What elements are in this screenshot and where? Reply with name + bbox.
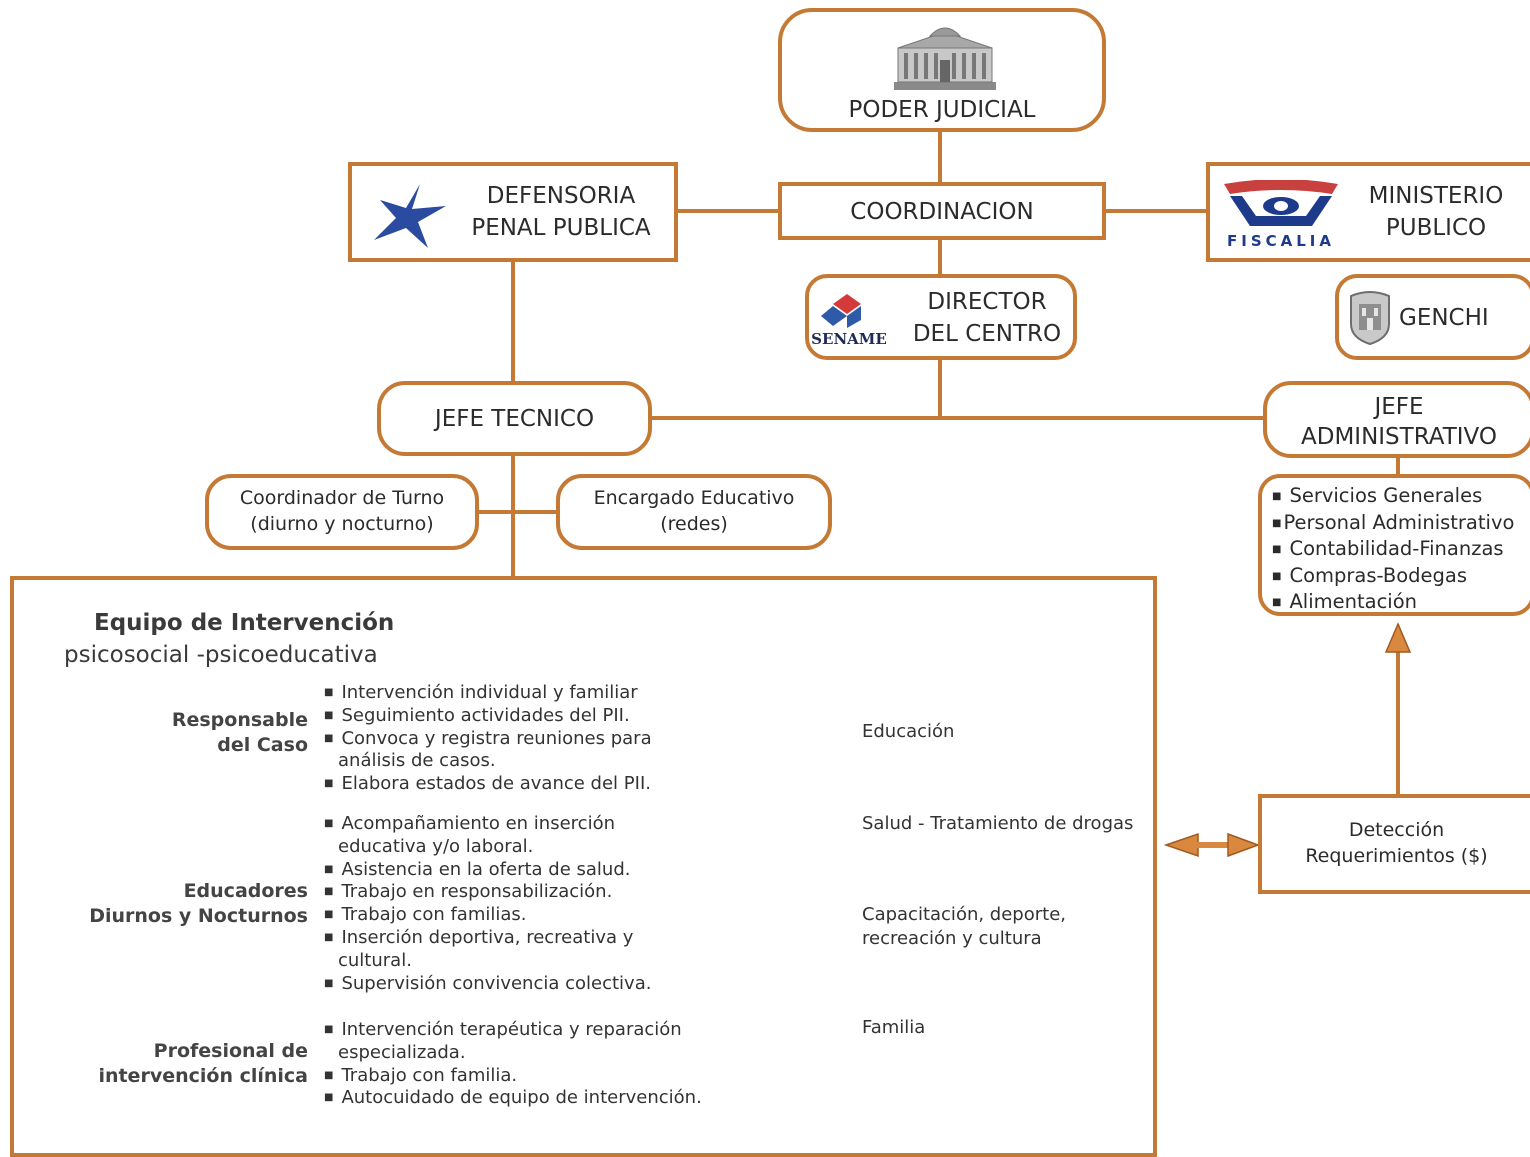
- group-label-educadores: Educadores Diurnos y Nocturnos: [89, 880, 308, 927]
- fiscalia-logo-text: FISCALIA: [1227, 232, 1335, 250]
- area-educacion: Educación: [862, 721, 955, 742]
- admin-item: ■Contabilidad-Finanzas: [1272, 537, 1504, 561]
- coordinador-label-1: Coordinador de Turno: [239, 487, 445, 509]
- genchi-node: GENCHI: [1335, 274, 1530, 360]
- genchi-shield-icon: [1350, 291, 1390, 346]
- deteccion-label-1: Detección: [1348, 819, 1445, 841]
- list-item: ■Autocuidado de equipo de intervención.: [324, 1087, 702, 1109]
- deteccion-node: Detección Requerimientos ($): [1258, 794, 1530, 894]
- list-item: educativa y/o laboral.: [338, 835, 534, 857]
- equipo-intervencion-panel: Equipo de Intervención psicosocial -psic…: [10, 576, 1157, 1157]
- list-item: ■Trabajo con familia.: [324, 1064, 518, 1086]
- ministerio-label-1: MINISTERIO: [1368, 183, 1504, 209]
- list-item: ■Supervisión convivencia colectiva.: [324, 972, 652, 994]
- star-icon: [374, 184, 446, 248]
- deteccion-label-2: Requerimientos ($): [1305, 845, 1488, 867]
- list-item: ■Inserción deportiva, recreativa y: [324, 926, 634, 948]
- admin-services-list: ■Servicios Generales ■Personal Administr…: [1272, 483, 1530, 616]
- encargado-educativo-node: Encargado Educativo (redes): [556, 474, 832, 550]
- double-arrow-icon: [1163, 832, 1261, 858]
- coordinacion-label: COORDINACION: [850, 199, 1034, 225]
- coordinador-label-2: (diurno y nocturno): [250, 513, 434, 535]
- jefe-admin-label-2: ADMINISTRATIVO: [1301, 424, 1497, 450]
- list-item: ■Intervención individual y familiar: [324, 682, 638, 703]
- encargado-label-1: Encargado Educativo: [593, 487, 795, 509]
- area-capacitacion: Capacitación, deporte, recreación y cult…: [862, 904, 1066, 949]
- admin-item: ■Personal Administrativo: [1272, 510, 1515, 534]
- coordinacion-node: COORDINACION: [778, 182, 1106, 240]
- admin-item: ■Compras-Bodegas: [1272, 563, 1468, 587]
- list-item: cultural.: [338, 949, 412, 971]
- jefe-admin-label-1: JEFE: [1374, 394, 1424, 420]
- courthouse-icon: [894, 27, 996, 90]
- list-item: ■Acompañamiento en inserción: [324, 813, 615, 834]
- group-items-responsable: ■Intervención individual y familiar ■Seg…: [324, 682, 652, 796]
- poder-judicial-node: PODER JUDICIAL: [778, 8, 1106, 132]
- admin-item: ■Alimentación: [1272, 590, 1418, 614]
- defensoria-label-1: DEFENSORIA: [486, 183, 636, 209]
- defensoria-label-2: PENAL PUBLICA: [471, 215, 651, 241]
- area-familia: Familia: [862, 1017, 926, 1038]
- list-item: ■Convoca y registra reuniones para: [324, 727, 652, 749]
- list-item: ■Seguimiento actividades del PII.: [324, 704, 630, 726]
- group-label-profesional: Profesional de intervención clínica: [98, 1040, 308, 1087]
- sename-logo-text: SENAME: [811, 330, 887, 346]
- list-item: ■Elabora estados de avance del PII.: [324, 773, 651, 795]
- coordinador-turno-node: Coordinador de Turno (diurno y nocturno): [205, 474, 479, 550]
- poder-judicial-label: PODER JUDICIAL: [848, 97, 1036, 123]
- up-arrow-icon: [1384, 622, 1412, 653]
- group-label-responsable: Responsable del Caso: [171, 709, 308, 756]
- list-item: ■Trabajo con familias.: [324, 904, 527, 926]
- director-label-1: DIRECTOR: [927, 289, 1047, 315]
- group-items-profesional: ■Intervención terapéutica y reparación e…: [324, 1019, 702, 1110]
- admin-services-node: ■Servicios Generales ■Personal Administr…: [1258, 474, 1530, 616]
- list-item: análisis de casos.: [338, 750, 496, 772]
- defensoria-node: DEFENSORIA PENAL PUBLICA: [348, 162, 678, 262]
- jefe-tecnico-label: JEFE TECNICO: [434, 406, 595, 432]
- admin-item: ■Servicios Generales: [1272, 484, 1483, 507]
- fiscalia-logo-icon: FISCALIA: [1224, 180, 1338, 250]
- group-items-educadores: ■Acompañamiento en inserción educativa y…: [324, 813, 651, 995]
- list-item: especializada.: [338, 1041, 466, 1063]
- encargado-label-2: (redes): [660, 513, 728, 535]
- director-node: SENAME DIRECTOR DEL CENTRO: [805, 274, 1077, 360]
- area-salud: Salud - Tratamiento de drogas: [862, 813, 1134, 834]
- list-item: ■Asistencia en la oferta de salud.: [324, 858, 631, 880]
- sename-logo-icon: SENAME: [811, 294, 887, 346]
- equipo-subtitle: psicosocial -psicoeducativa: [64, 642, 378, 668]
- equipo-title: Equipo de Intervención: [94, 610, 395, 636]
- jefe-tecnico-node: JEFE TECNICO: [377, 381, 652, 456]
- ministerio-publico-node: FISCALIA MINISTERIO PUBLICO: [1206, 162, 1530, 262]
- list-item: ■Trabajo en responsabilización.: [324, 881, 613, 903]
- ministerio-label-2: PUBLICO: [1385, 215, 1487, 241]
- jefe-administrativo-node: JEFE ADMINISTRATIVO: [1263, 381, 1530, 458]
- director-label-2: DEL CENTRO: [912, 321, 1062, 347]
- list-item: ■Intervención terapéutica y reparación: [324, 1019, 682, 1040]
- genchi-label: GENCHI: [1399, 305, 1489, 331]
